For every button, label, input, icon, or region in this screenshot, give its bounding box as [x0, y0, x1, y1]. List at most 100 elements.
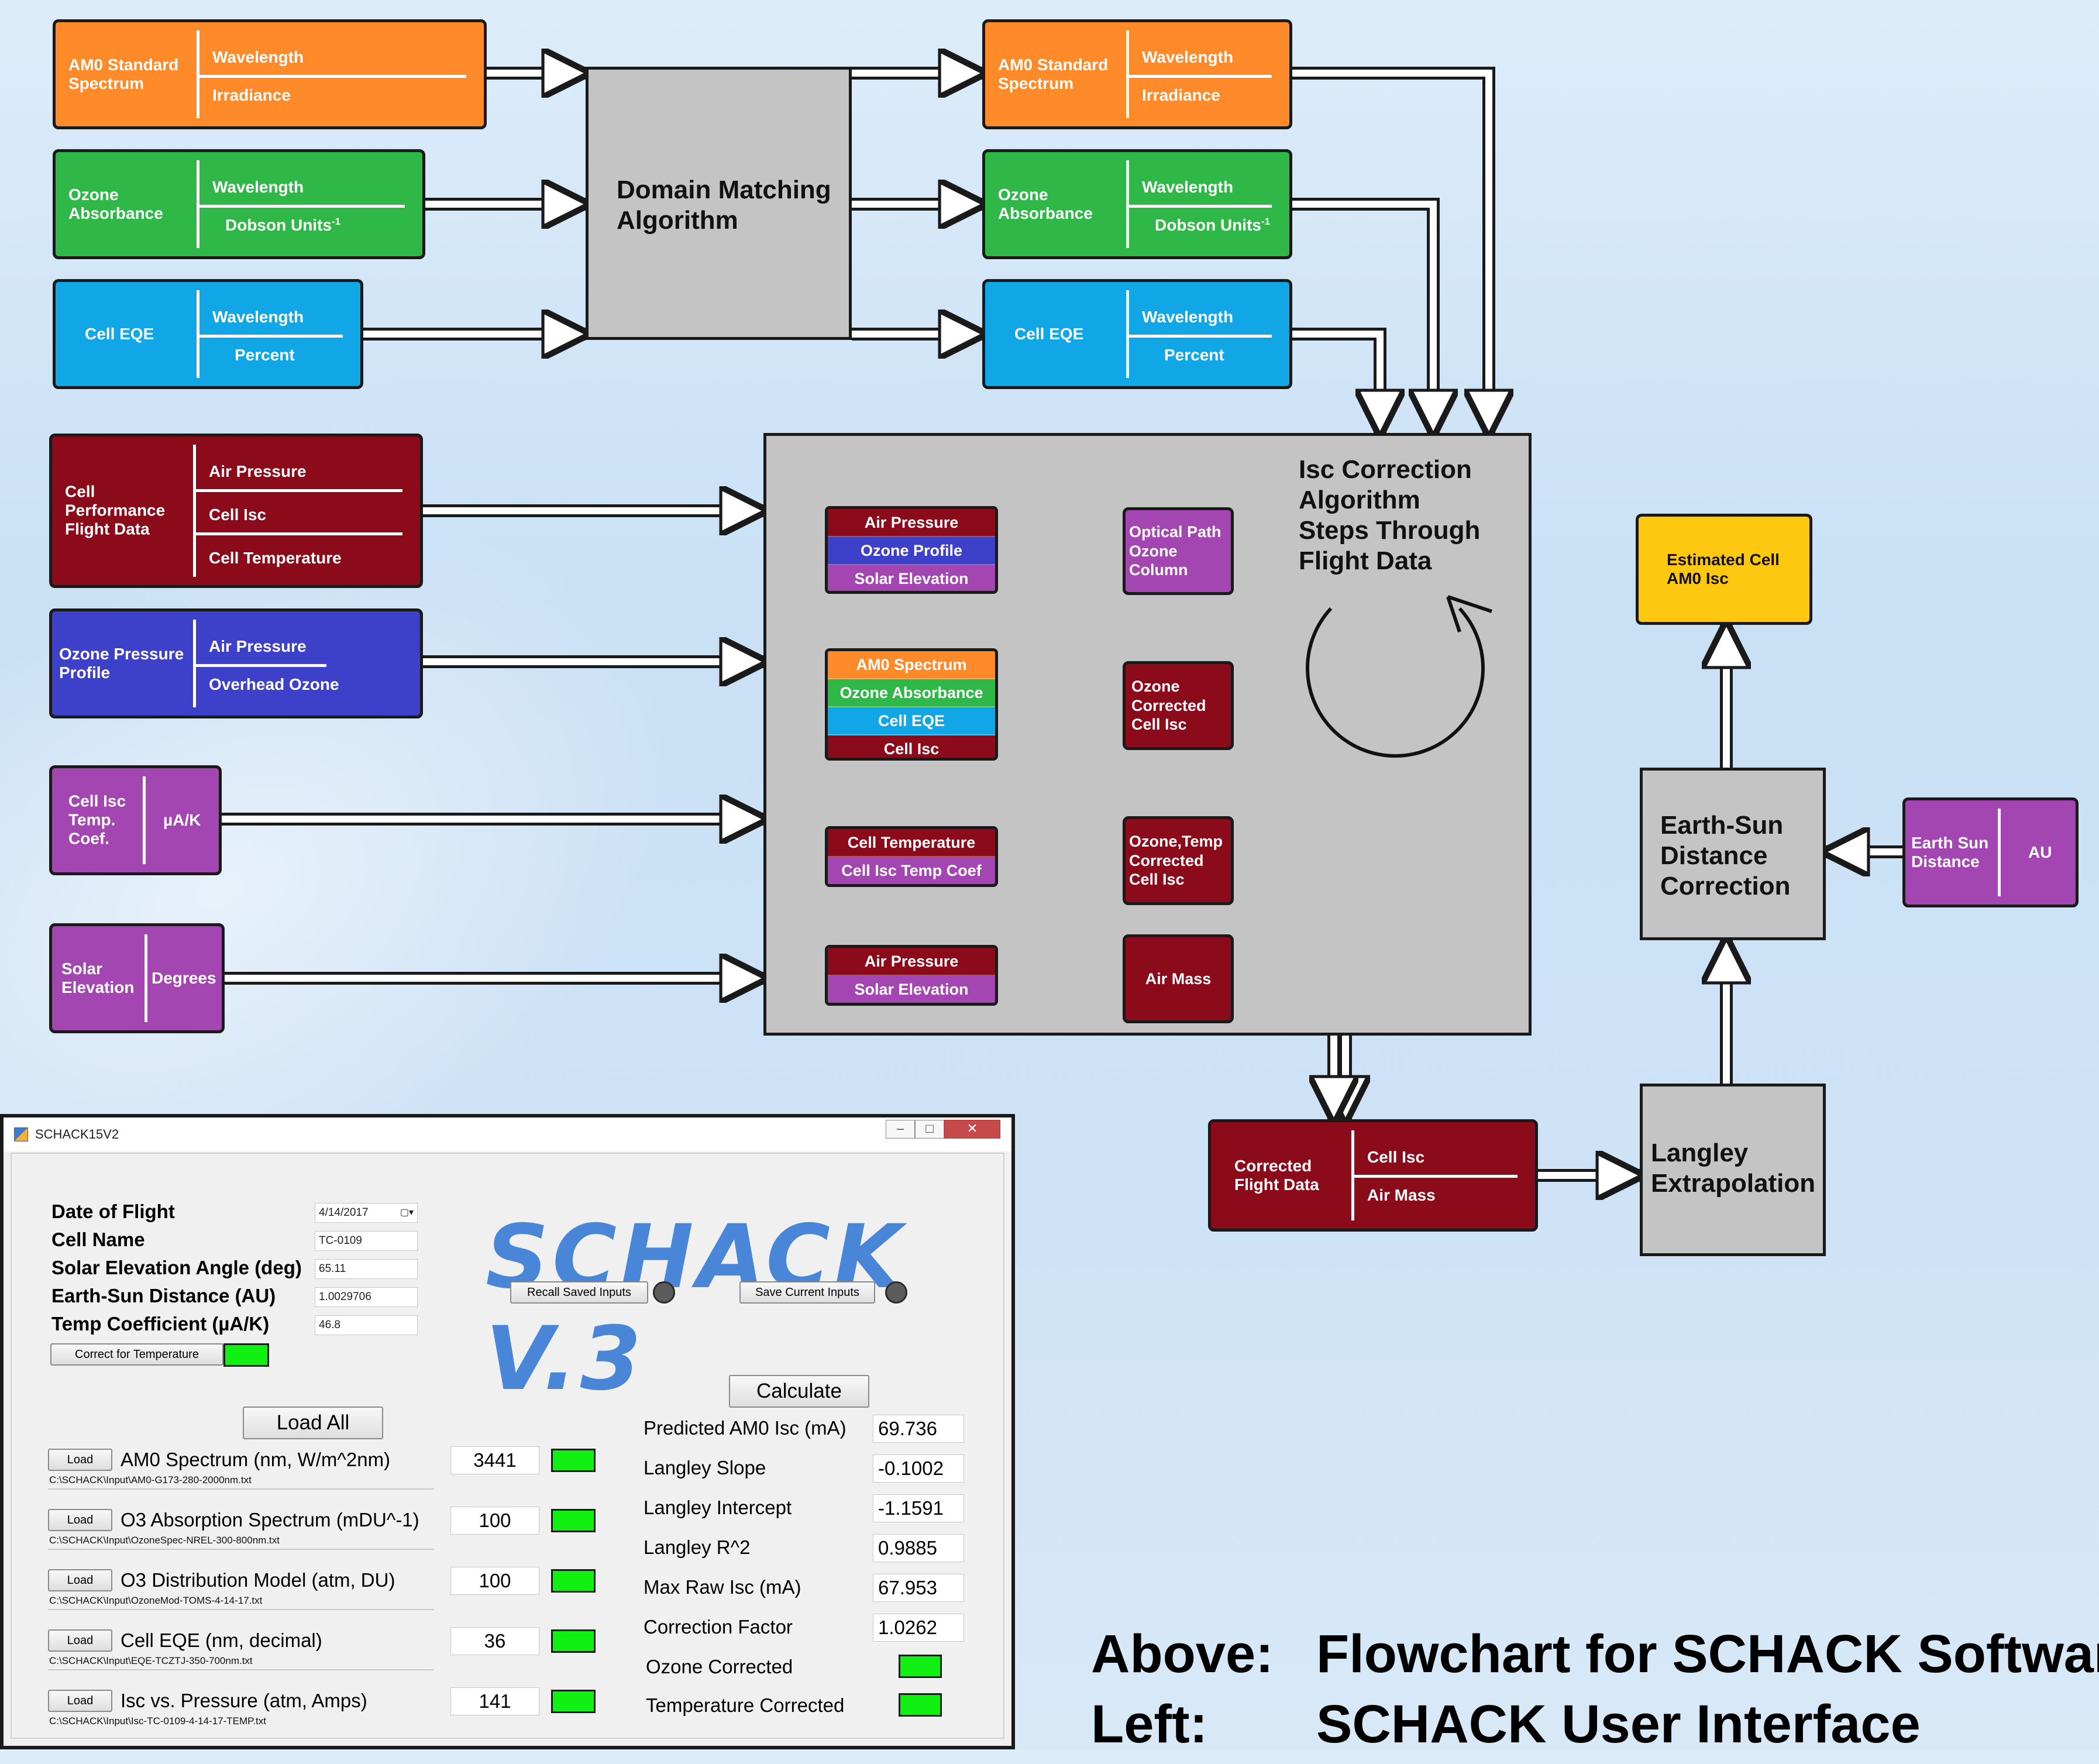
file-status-am0	[551, 1449, 596, 1472]
flight-field-cell-isc: Cell Isc	[209, 505, 267, 524]
load-button[interactable]: Load	[48, 1569, 112, 1591]
solar-elevation-input[interactable]: 65.11	[315, 1259, 418, 1279]
caption-above-tag: Above:	[1091, 1624, 1274, 1684]
maximize-button[interactable]: □	[915, 1120, 944, 1139]
stack1-air-pressure: Air Pressure	[828, 509, 995, 537]
input-cell-isc-temp-coef: Cell Isc Temp. Coef. µA/K	[49, 765, 222, 875]
am0-spectrum-label: AM0 Standard Spectrum	[68, 55, 179, 92]
file-label-am0: AM0 Spectrum (nm, W/m^2nm)	[121, 1449, 391, 1470]
matched-ozone-wavelength: Wavelength	[1142, 177, 1234, 196]
file-path-cell-eqe: C:\SCHACK\Input\EQE-TCZTJ-350-700nm.txt	[49, 1655, 253, 1666]
corrected-flight-data: Corrected Flight Data Cell Isc Air Mass	[1208, 1119, 1538, 1232]
window-titlebar[interactable]: SCHACK15V2 – □ ✕	[4, 1117, 1011, 1151]
eqe-field-percent: Percent	[235, 345, 295, 364]
result-label-langley-r2: Langley R^2	[644, 1536, 751, 1558]
arrow-ozone-to-isc-outline	[1292, 198, 1440, 433]
load-button[interactable]: Load	[48, 1509, 112, 1531]
arrow-am0-to-isc	[1292, 70, 1489, 433]
stack4-solar-elevation: Solar Elevation	[828, 976, 995, 1003]
matched-eqe-label: Cell EQE	[1014, 324, 1084, 343]
stack3-cell-temperature: Cell Temperature	[828, 829, 995, 857]
status-label-ozone-corrected: Ozone Corrected	[646, 1656, 793, 1677]
label-date-of-flight: Date of Flight	[51, 1201, 175, 1222]
load-button[interactable]: Load	[48, 1629, 112, 1652]
solar-elev-label: Solar Elevation	[61, 959, 135, 996]
window-client-area: SCHACK V.3 Date of Flight Cell Name Sola…	[11, 1153, 1004, 1739]
flight-field-air-pressure: Air Pressure	[209, 462, 307, 480]
langley-title: Langley Extrapolation	[1651, 1139, 1816, 1198]
result-value-langley-intercept: -1.1591	[873, 1494, 964, 1522]
earth-sun-distance-correction: Earth-Sun Distance Correction	[1640, 768, 1826, 940]
temp-coef-unit: µA/K	[163, 810, 201, 829]
ozone-abs-field-wavelength: Wavelength	[212, 177, 304, 196]
stack1-ozone-profile: Ozone Profile	[828, 537, 995, 565]
langley-extrapolation: Langley Extrapolation	[1640, 1084, 1826, 1256]
input-cell-performance-flight-data: Cell Performance Flight Data Air Pressur…	[49, 434, 423, 588]
earth-sun-correction-title: Earth-Sun Distance Correction	[1660, 811, 1791, 900]
caption-above-text: Flowchart for SCHACK Software	[1316, 1624, 2099, 1684]
matched-eqe-wavelength: Wavelength	[1142, 307, 1234, 326]
input-solar-elevation: Solar Elevation Degrees	[49, 923, 225, 1033]
close-button[interactable]: ✕	[944, 1120, 1000, 1139]
input-cell-eqe: Cell EQE Wavelength Percent	[53, 279, 363, 389]
temp-coefficient-input[interactable]: 46.8	[315, 1315, 418, 1335]
result-value-predicted-am0-isc: 69.736	[873, 1415, 964, 1443]
ozone-abs-field-dobson: Dobson Units-1	[225, 215, 341, 235]
date-value: 4/14/2017	[319, 1206, 369, 1219]
input-ozone-pressure-profile: Ozone Pressure Profile Air Pressure Over…	[49, 608, 423, 718]
recall-saved-inputs-button[interactable]: Recall Saved Inputs	[510, 1281, 648, 1304]
node-air-mass: Air Mass	[1123, 934, 1234, 1023]
save-current-inputs-button[interactable]: Save Current Inputs	[739, 1281, 875, 1304]
result-value-max-raw-isc: 67.953	[873, 1574, 964, 1602]
temperature-correction-indicator	[223, 1343, 269, 1367]
load-all-button[interactable]: Load All	[243, 1407, 383, 1439]
result-label-max-raw-isc: Max Raw Isc (mA)	[644, 1576, 801, 1598]
date-of-flight-picker[interactable]: 4/14/2017 ▢▾	[315, 1203, 418, 1223]
input-am0-spectrum: AM0 Standard Spectrum Wavelength Irradia…	[53, 19, 487, 129]
load-button[interactable]: Load	[48, 1690, 112, 1712]
label-solar-elevation-angle: Solar Elevation Angle (deg)	[51, 1257, 302, 1278]
label-earth-sun-distance: Earth-Sun Distance (AU)	[51, 1285, 276, 1306]
file-label-o3-absorption: O3 Absorption Spectrum (mDU^-1)	[121, 1509, 419, 1531]
ozone-profile-label: Ozone Pressure Profile	[59, 644, 184, 682]
stack4-air-pressure: Air Pressure	[828, 948, 995, 976]
matched-ozone-dobson: Dobson Units-1	[1155, 215, 1271, 235]
result-label-predicted-am0-isc: Predicted AM0 Isc (mA)	[644, 1417, 847, 1439]
stack1-solar-elevation: Solar Elevation	[828, 565, 995, 591]
file-label-isc-pressure: Isc vs. Pressure (atm, Amps)	[121, 1690, 367, 1711]
label-temp-coefficient: Temp Coefficient (µA/K)	[51, 1313, 270, 1335]
domain-matching-algorithm: Domain Matching Algorithm	[586, 67, 852, 340]
stack-pressure-ozone-elevation: Air Pressure Ozone Profile Solar Elevati…	[825, 506, 998, 594]
earth-sun-distance-input[interactable]: 1.0029706	[315, 1287, 418, 1307]
input-ozone-absorbance: Ozone Absorbance Wavelength Dobson Units…	[53, 149, 425, 259]
corrected-field-air-mass: Air Mass	[1367, 1185, 1436, 1204]
file-count-cell-eqe: 36	[450, 1627, 539, 1655]
result-label-langley-intercept: Langley Intercept	[644, 1497, 792, 1518]
stack3-cell-isc-temp-coef: Cell Isc Temp Coef	[828, 857, 995, 884]
corrected-field-cell-isc: Cell Isc	[1367, 1147, 1425, 1166]
stack2-cell-isc: Cell Isc	[828, 735, 995, 758]
profile-field-overhead-ozone: Overhead Ozone	[209, 675, 339, 693]
stack2-ozone-absorbance: Ozone Absorbance	[828, 679, 995, 707]
stack-pressure-elevation: Air Pressure Solar Elevation	[825, 945, 998, 1006]
flight-data-label: Cell Performance Flight Data	[65, 482, 166, 539]
correct-for-temperature-button[interactable]: Correct for Temperature	[50, 1343, 223, 1366]
caption-left-tag: Left:	[1091, 1694, 1208, 1754]
window-title: SCHACK15V2	[35, 1127, 119, 1141]
status-label-temperature-corrected: Temperature Corrected	[646, 1694, 845, 1716]
cell-name-input[interactable]: TC-0109	[315, 1231, 418, 1251]
temp-coef-label: Cell Isc Temp. Coef.	[68, 792, 126, 848]
stack2-cell-eqe: Cell EQE	[828, 707, 995, 735]
calendar-dropdown-icon[interactable]: ▢▾	[400, 1208, 414, 1218]
stack2-am0-spectrum: AM0 Spectrum	[828, 651, 995, 679]
recall-status-led	[653, 1281, 675, 1304]
node-ozone-corrected-cell-isc: Ozone Corrected Cell Isc	[1123, 661, 1234, 750]
load-button[interactable]: Load	[48, 1449, 112, 1471]
calculate-button[interactable]: Calculate	[729, 1375, 869, 1408]
file-path-o3-absorption: C:\SCHACK\Input\OzoneSpec-NREL-300-800nm…	[49, 1535, 280, 1546]
matched-ozone-label: Ozone Absorbance	[998, 185, 1093, 222]
minimize-button[interactable]: –	[886, 1120, 915, 1139]
matched-dobson-exponent: -1	[1261, 215, 1271, 227]
matched-am0-irradiance: Irradiance	[1142, 85, 1220, 104]
solar-elev-unit: Degrees	[152, 968, 216, 987]
